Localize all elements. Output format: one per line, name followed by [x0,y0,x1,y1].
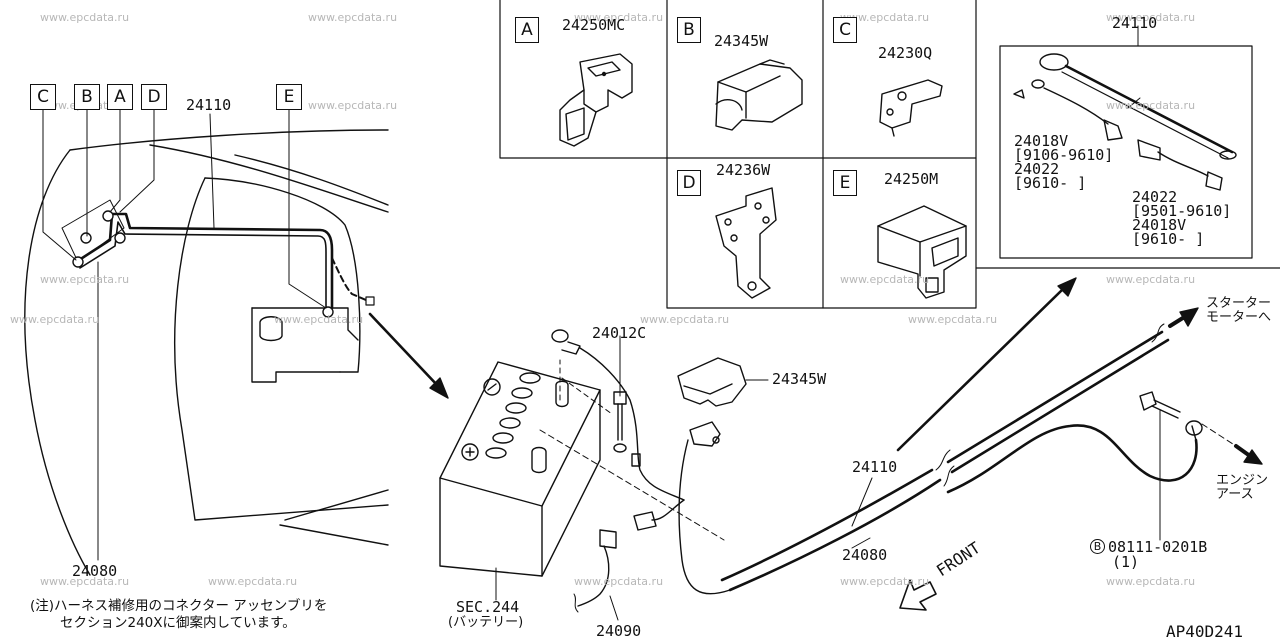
callout-leaders [42,109,327,561]
watermark: www.epcdata.ru [308,99,398,112]
panel-b-letter: B [677,17,701,43]
panel-a-part: 24250MC [562,16,626,34]
watermark: www.epcdata.ru [40,11,130,24]
watermark: www.epcdata.ru [1106,575,1196,588]
panel-c-letter: C [833,17,857,43]
label-sec244: SEC.244 [456,598,520,616]
label-24012c: 24012C [592,324,647,342]
detail-left-line-2: [9106-9610] [1014,146,1114,164]
label-starter-1: スターター [1206,296,1272,311]
watermark: www.epcdata.ru [640,313,730,326]
watermark: www.epcdata.ru [574,11,664,24]
watermark: www.epcdata.ru [840,11,930,24]
label-bolt-part: 08111-0201B [1108,538,1208,556]
watermark: www.epcdata.ru [40,273,130,286]
label-starter-2: モーターへ [1206,310,1272,325]
panel-d-part: 24236W [716,161,771,179]
panel-grid [499,0,1280,309]
panel-b-part: 24345W [714,32,769,50]
panel-d-letter: D [677,170,701,196]
battery-drawing [439,359,725,577]
watermark: www.epcdata.ru [1106,273,1196,286]
detail-right-line-4: [9610- ] [1132,230,1205,248]
label-24110-main: 24110 [852,458,898,476]
part-24230q-drawing [879,79,943,137]
watermark: www.epcdata.ru [908,313,998,326]
panel-c-part: 24230Q [878,44,933,62]
part-24250mc-drawing [559,53,633,147]
detail-left-line-3: 24022 [1014,160,1060,178]
note-line-1: (注)ハーネス補修用のコネクター アッセンブリを [30,598,328,614]
label-24345w-main: 24345W [772,370,827,388]
detail-right-line-1: 24022 [1132,188,1178,206]
cable-24012c [551,329,685,501]
detail-left-line-4: [9610- ] [1014,174,1087,192]
watermark: www.epcdata.ru [10,313,100,326]
detail-right-line-2: [9501-9610] [1132,202,1232,220]
watermark: www.epcdata.ru [274,313,364,326]
watermark: www.epcdata.ru [574,575,664,588]
watermark: www.epcdata.ru [40,575,130,588]
note-line-2: セクション240Xに御案内しています。 [60,615,296,631]
lead-24090 [573,499,685,613]
callout-box-d: D [141,84,167,110]
watermark: www.epcdata.ru [1106,99,1196,112]
watermark: www.epcdata.ru [208,575,298,588]
label-battery: (バッテリー) [448,615,524,630]
label-engine-1: エンジン [1216,473,1269,488]
harness-main [720,330,1198,592]
detail-24110-drawing [999,25,1253,259]
panel-e-letter: E [833,170,857,196]
watermark: www.epcdata.ru [1106,11,1196,24]
detail-right-line-3: 24018V [1132,216,1187,234]
part-24250m-drawing [877,205,967,299]
callout-box-c: C [30,84,56,110]
diagram-code: AP40D241 [1166,622,1244,641]
label-24110-left: 24110 [186,96,232,114]
callout-box-e: E [276,84,302,110]
label-24080-main: 24080 [842,546,888,564]
part-24345w-drawing [715,59,803,131]
detail-24110-title: 24110 [1112,14,1158,32]
detail-left-line-1: 24018V [1014,132,1069,150]
callout-box-b: B [74,84,100,110]
panel-a-letter: A [515,17,539,43]
label-24090: 24090 [596,622,642,640]
label-engine-2: アース [1216,487,1254,502]
label-bolt-qty: (1) [1112,553,1140,571]
watermark: www.epcdata.ru [840,273,930,286]
terminal [678,421,731,595]
watermark: www.epcdata.ru [840,575,930,588]
panel-e-part: 24250M [884,170,939,188]
watermark: www.epcdata.ru [308,11,398,24]
bolt-08111-0201b [1139,391,1237,541]
engine-bay-outline [24,129,389,576]
callout-box-a: A [107,84,133,110]
bolt-mark-circle: B [1090,539,1105,554]
label-24080-left: 24080 [72,562,118,580]
harness-left [74,212,367,311]
part-24236w-drawing [715,187,777,299]
cover-24345w-main [677,357,769,407]
